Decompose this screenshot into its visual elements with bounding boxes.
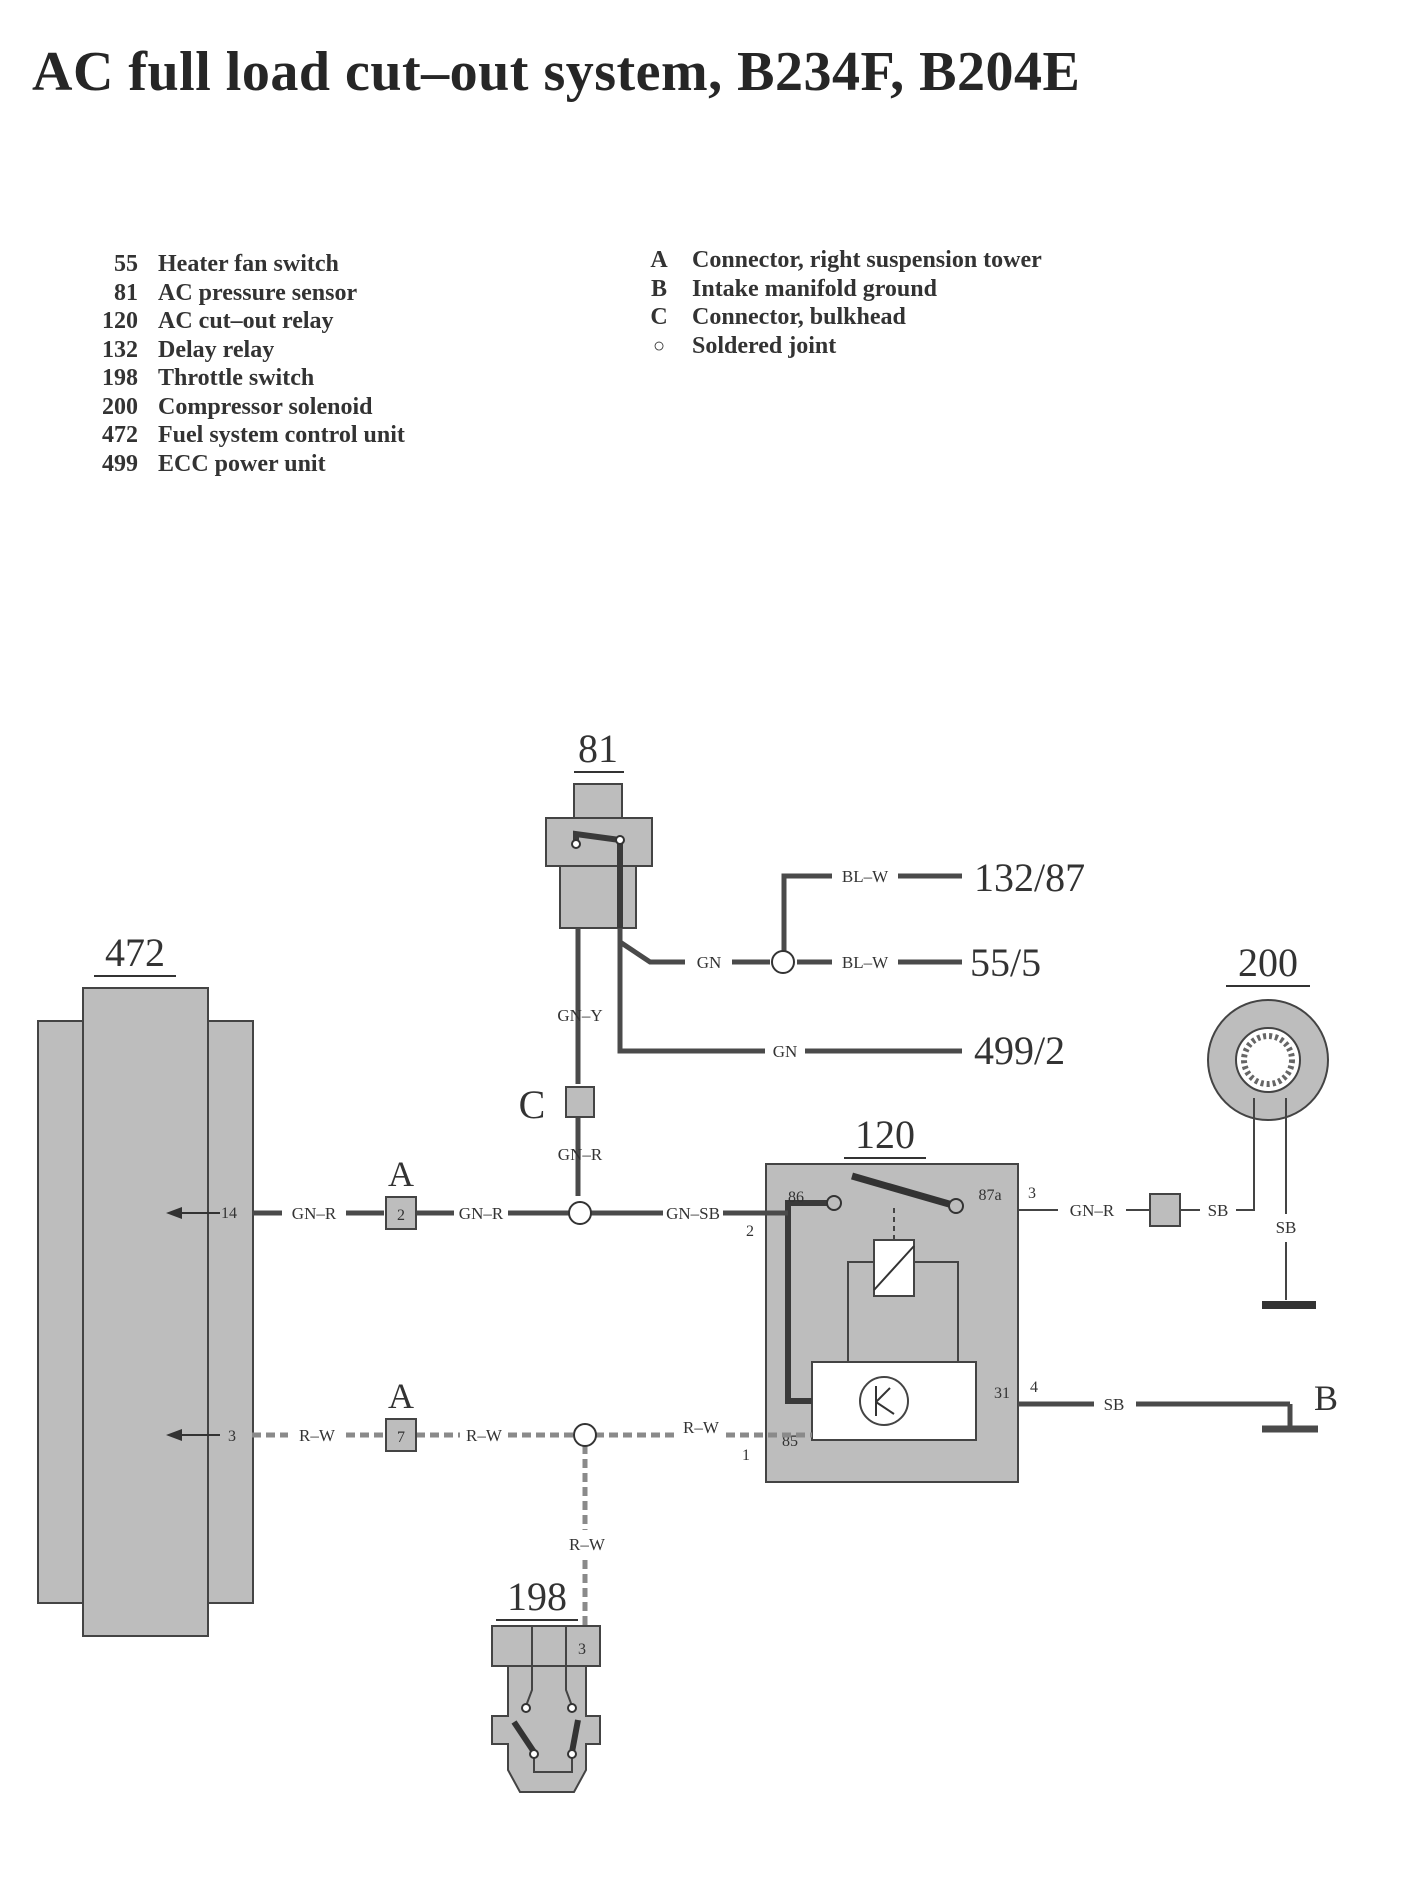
component-legend: 55 Heater fan switch 81 AC pressure sensor… [76,250,405,478]
destination-499-2: 499/2 [974,1028,1065,1073]
connector-legend: A Connector, right suspension tower B Inta… [646,246,1042,361]
destination-132-87: 132/87 [974,855,1085,900]
pin-120-86: 86 [788,1189,804,1206]
wire-label-r-w-left: R–W [299,1426,336,1445]
legend-item: A Connector, right suspension tower [646,246,1042,275]
wire-label-gn-sensor: GN [697,953,722,972]
connector-a-lower-label: A [388,1376,414,1416]
legend-item: C Connector, bulkhead [646,303,1042,332]
legend-item-label: Connector, right suspension tower [692,247,1042,273]
component-198-label: 198 [507,1574,567,1619]
connector-a-lower-pin: 7 [397,1429,405,1446]
connector-a-upper-label: A [388,1154,414,1194]
legend-item: 499 ECC power unit [76,450,405,479]
wires-solid [252,873,1318,1433]
soldered-joint-icon [573,1423,597,1447]
pin-120-ext-4: 4 [1030,1379,1038,1396]
component-120-label: 120 [855,1112,915,1157]
component-200 [1207,999,1329,1121]
wire-label-sb-to-200: SB [1208,1201,1229,1220]
pin-120-ext-3: 3 [1028,1185,1036,1202]
legend-item-number: 81 [114,279,138,306]
connector-c-block [565,1086,595,1118]
component-120 [765,1163,1019,1483]
legend-item-label: Soldered joint [692,332,837,359]
connector-b-label: B [1314,1378,1338,1418]
component-198 [491,1625,601,1793]
legend-item-symbol: C [650,304,668,330]
legend-item-label: Connector, bulkhead [692,304,906,330]
legend-item: 200 Compressor solenoid [76,393,405,422]
legend-item: ○ Soldered joint [646,332,1042,361]
wire-label-gn-r-right: GN–R [1070,1201,1115,1220]
wire-label-bl-w-lower: BL–W [842,953,889,972]
legend-item-label: ECC power unit [158,450,326,477]
pin-472-14: 14 [221,1205,237,1222]
wire-label-r-w-right: R–W [683,1418,720,1437]
legend-item-label: Compressor solenoid [158,393,373,420]
wire-label-bl-w-upper: BL–W [842,867,889,886]
component-81-label: 81 [578,726,618,771]
wire-label-gn-sb: GN–SB [666,1204,720,1223]
legend-item: 81 AC pressure sensor [76,279,405,308]
wire-label-gn-r-vertical: GN–R [558,1145,603,1164]
wire-label-r-w-mid: R–W [466,1426,503,1445]
legend-item-label: Throttle switch [158,365,315,391]
arrow-left-icon [166,1429,220,1441]
legend-item-label: Delay relay [158,336,275,363]
component-472 [37,987,254,1637]
wire-label-gn-r-left: GN–R [292,1204,337,1223]
soldered-joint-icon [771,950,795,974]
legend-item: 120 AC cut–out relay [76,307,405,336]
page-title: AC full load cut–out system, B234F, B204… [32,41,1081,103]
wire-label-gn-y: GN–Y [557,1006,602,1025]
legend-item-number: 132 [102,336,138,363]
arrow-left-icon [166,1207,220,1219]
legend-item-number: 200 [102,393,138,420]
wire-label-r-w-198: R–W [569,1535,606,1554]
legend-item-number: 472 [102,422,138,448]
pin-120-87a: 87a [978,1187,1001,1204]
legend-item: 132 Delay relay [76,336,405,365]
component-81 [545,783,653,929]
wires-dashed [252,1432,812,1626]
legend-item-symbol: B [650,275,667,302]
legend-item-number: 55 [114,251,138,277]
legend-item: 55 Heater fan switch [76,250,405,279]
wire-label-gn-499: GN [773,1042,798,1061]
soldered-joint-icon [568,1201,592,1225]
wire-label-gn-r-mid: GN–R [459,1204,504,1223]
legend-item-label: Fuel system control unit [158,422,405,448]
component-200-label: 200 [1238,940,1298,985]
connector-c-label: C [519,1082,546,1127]
legend-item: 472 Fuel system control unit [76,421,405,450]
destination-55-5: 55/5 [970,940,1041,985]
pin-120-31: 31 [994,1385,1010,1402]
legend-item: 198 Throttle switch [76,364,405,393]
wire-label-sb-to-b: SB [1104,1395,1125,1414]
legend-item-label: Heater fan switch [158,251,339,277]
wire-label-sb-200-ground: SB [1276,1218,1297,1237]
soldered-joint-icon: ○ [652,334,666,357]
legend-item-number: 198 [102,365,138,391]
component-472-label: 472 [105,930,165,975]
pin-120-ext-1: 1 [742,1447,750,1464]
connector-a-block-lower [385,1418,417,1452]
legend-item: B Intake manifold ground [646,275,1042,304]
legend-item-label: AC pressure sensor [158,279,358,306]
legend-item-label: Intake manifold ground [692,275,937,302]
wires-thin [1018,1098,1287,1300]
pin-472-3: 3 [228,1428,236,1445]
legend-item-label: AC cut–out relay [158,308,334,334]
connector-a-upper-pin: 2 [397,1207,405,1224]
legend-item-number: 120 [102,308,138,334]
pin-120-ext-2: 2 [746,1223,754,1240]
legend-item-number: 499 [102,450,138,477]
connector-a-block-upper [385,1196,417,1230]
legend-item-symbol: A [650,247,668,273]
pin-198-3: 3 [578,1641,586,1658]
connector-200-block [1149,1193,1181,1227]
